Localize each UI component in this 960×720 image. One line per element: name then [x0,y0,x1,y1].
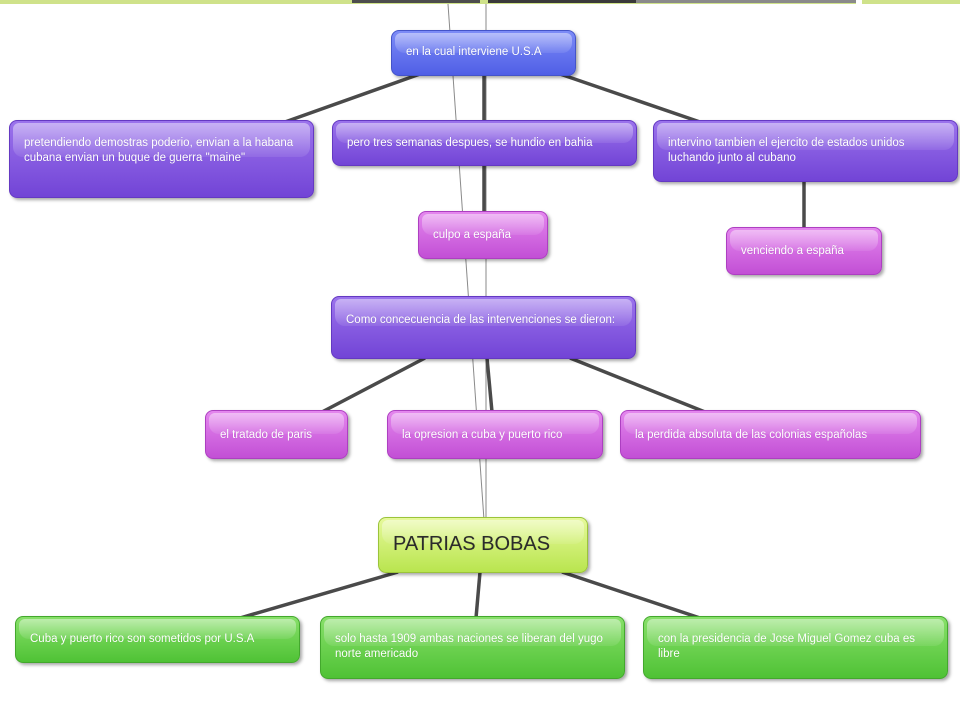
node-perdida[interactable]: la perdida absoluta de las colonias espa… [620,410,921,459]
node-presidencia-label: con la presidencia de Jose Miguel Gomez … [658,633,915,660]
top-bar [0,0,960,4]
node-liberan[interactable]: solo hasta 1909 ambas naciones se libera… [320,616,625,679]
connector-patrias-presidencia [561,570,701,620]
node-consecuencia-label: Como concecuencia de las intervenciones … [346,314,616,326]
connector-patrias-liberan [474,571,482,619]
connector-consecuencia-opresion [485,357,494,413]
node-hundio-label: pero tres semanas despues, se hundio en … [347,137,593,149]
top-bar-segment [488,0,636,3]
node-patrias-bobas[interactable]: PATRIAS BOBAS [378,517,588,573]
node-ejercito[interactable]: intervino tambien el ejercito de estados… [653,120,958,182]
node-ejercito-label: intervino tambien el ejercito de estados… [668,137,905,164]
node-sometidos[interactable]: Cuba y puerto rico son sometidos por U.S… [15,616,300,663]
node-hundio[interactable]: pero tres semanas despues, se hundio en … [332,120,637,166]
node-usa-label: en la cual interviene U.S.A [406,46,542,58]
node-perdida-label: la perdida absoluta de las colonias espa… [635,429,868,441]
node-consecuencia[interactable]: Como concecuencia de las intervenciones … [331,296,636,359]
top-bar-gap [856,0,862,4]
node-poderio[interactable]: pretendiendo demostras poderio, envian a… [9,120,314,198]
connector-patrias-sometidos [239,570,399,620]
node-poderio-label: pretendiendo demostras poderio, envian a… [24,137,294,164]
top-bar-segment [636,0,856,3]
node-culpo-label: culpo a españa [433,229,512,241]
node-opresion-label: la opresion a cuba y puerto rico [402,429,563,441]
node-culpo[interactable]: culpo a españa [418,211,548,259]
node-venciendo[interactable]: venciendo a españa [726,227,882,275]
top-bar-segment [352,0,480,3]
node-usa[interactable]: en la cual interviene U.S.A [391,30,576,76]
node-liberan-label: solo hasta 1909 ambas naciones se libera… [335,633,603,660]
connector-consecuencia-tratado [321,356,426,414]
node-tratado-label: el tratado de paris [220,429,313,441]
node-tratado[interactable]: el tratado de paris [205,410,348,459]
connector-consecuencia-perdida [569,356,706,414]
node-opresion[interactable]: la opresion a cuba y puerto rico [387,410,603,459]
node-sometidos-label: Cuba y puerto rico son sometidos por U.S… [30,633,255,645]
node-venciendo-label: venciendo a españa [741,245,844,257]
connector-usa-ejercito [559,72,701,124]
node-presidencia[interactable]: con la presidencia de Jose Miguel Gomez … [643,616,948,679]
connector-usa-poderio [284,72,421,124]
node-patrias-bobas-label: PATRIAS BOBAS [393,533,551,555]
